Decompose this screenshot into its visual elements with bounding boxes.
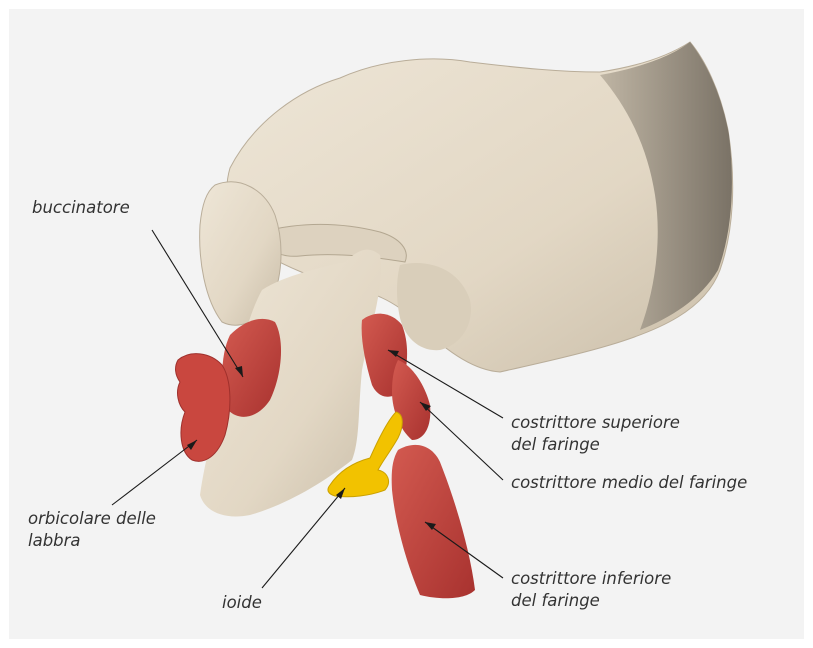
label-costrittore-inferiore-line2: del faringe xyxy=(511,590,671,612)
label-costrittore-superiore-line2: del faringe xyxy=(511,434,680,456)
label-buccinatore-text: buccinatore xyxy=(32,197,130,219)
label-ioide-text: ioide xyxy=(222,592,262,614)
label-orbicolare-line1: orbicolare delle xyxy=(28,508,156,530)
label-costrittore-inferiore: costrittore inferiore del faringe xyxy=(511,568,671,612)
label-orbicolare: orbicolare delle labbra xyxy=(28,508,156,552)
leader-orbicolare xyxy=(112,440,197,505)
label-costrittore-medio-text: costrittore medio del faringe xyxy=(511,472,747,494)
label-costrittore-medio: costrittore medio del faringe xyxy=(511,472,747,494)
label-buccinatore: buccinatore xyxy=(32,197,130,219)
inferior-constrictor-shape xyxy=(392,445,475,598)
label-ioide: ioide xyxy=(222,592,262,614)
label-costrittore-superiore: costrittore superiore del faringe xyxy=(511,412,680,456)
label-costrittore-superiore-line1: costrittore superiore xyxy=(511,412,680,434)
label-orbicolare-line2: labbra xyxy=(28,530,156,552)
label-costrittore-inferiore-line1: costrittore inferiore xyxy=(511,568,671,590)
